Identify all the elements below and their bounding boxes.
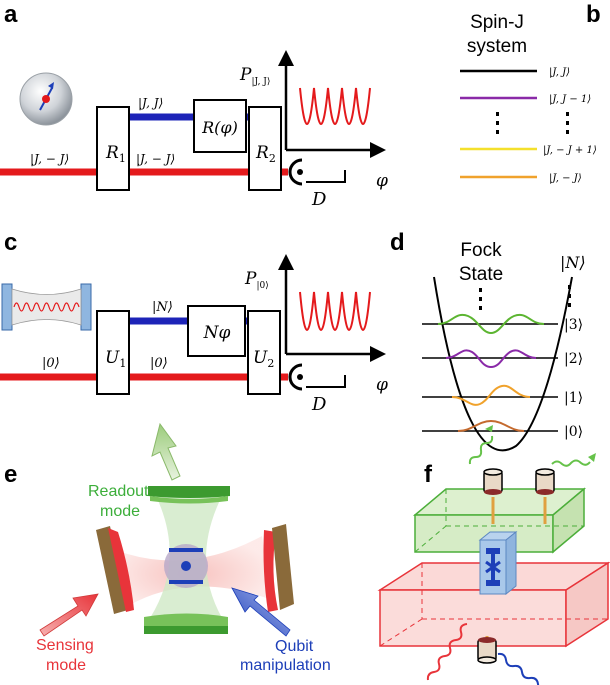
u1-label: U1: [105, 348, 126, 370]
readout-label-line1: Readout: [88, 483, 149, 500]
sensing-label-line2: mode: [46, 657, 86, 674]
readout-cavity-box: [412, 487, 587, 554]
panel-d: d Fock State |N⟩ |3⟩ |2⟩ |1⟩ |0⟩: [390, 229, 586, 452]
spin-level-label-2: |J, − J + 1⟩: [543, 145, 597, 156]
readout-mirror-bottom: [144, 613, 228, 634]
qubit-chip-icon: [478, 530, 518, 596]
readout-mirror-top: [148, 486, 230, 504]
readout-signal-right-head: [588, 453, 596, 462]
input-state-a: |J, − J⟩: [30, 152, 69, 166]
plot-axes-c: [278, 254, 386, 362]
nphi-label: Nφ: [203, 323, 231, 343]
readout-output-arrow: [151, 422, 181, 481]
r1-label: R1: [105, 143, 126, 165]
phi-axis-label-c: φ: [376, 375, 388, 395]
phi-axis-label-a: φ: [376, 171, 388, 191]
wavefunction-3: [437, 313, 545, 335]
fringe-signal-c: [299, 291, 371, 332]
sensing-mirror-right: [263, 524, 294, 612]
detector-label-c: D: [311, 394, 327, 415]
readout-port-right: [535, 468, 555, 524]
upper-state-a: |J, J⟩: [138, 96, 163, 110]
r2-box: [248, 106, 282, 191]
panel-c: c U1 Nφ U2 |0⟩ |N⟩ |0⟩ D: [0, 229, 388, 415]
r2-label: R2: [255, 143, 276, 165]
sensing-input-signal: [426, 623, 468, 681]
sensing-mirror-left: [96, 526, 134, 614]
fock-title-line2: State: [459, 264, 503, 285]
panel-f-letter: f: [424, 461, 433, 488]
wavefunction-1: [451, 384, 531, 406]
nphi-box: [187, 305, 246, 357]
lower-state-c: |0⟩: [150, 356, 168, 371]
lower-state-a: |J, − J⟩: [136, 152, 175, 166]
rphi-box: [193, 99, 247, 153]
sensing-input-arrow: [39, 593, 99, 637]
p-axis-label-c: P|0⟩: [244, 269, 269, 291]
spin-level-label-3: |J, − J⟩: [549, 173, 582, 184]
qubit-drive-arrow: [231, 587, 291, 637]
u2-label: U2: [253, 348, 274, 370]
panel-e: e: [4, 422, 331, 674]
qubit-drive-signal: [497, 652, 540, 685]
fringe-signal-a: [299, 87, 371, 126]
fock-level-label-1: |1⟩: [564, 390, 583, 406]
fock-level-label-0: |0⟩: [564, 424, 583, 440]
upper-state-c: |N⟩: [152, 300, 173, 315]
readout-signal-left-head: [485, 425, 493, 432]
sensing-port: [477, 636, 497, 664]
panel-a: a R1 R(φ) R2 |J, − J⟩ |J, J⟩ |J, − J⟩ D: [0, 1, 388, 210]
harmonic-potential: [433, 276, 573, 452]
readout-signal-left: [468, 435, 494, 465]
sphere-spin-icon: [19, 72, 73, 126]
fock-title-line1: Fock: [460, 240, 502, 261]
u1-box: [96, 310, 130, 395]
panel-d-letter: d: [390, 229, 405, 256]
ellipsis-dots-b: [496, 112, 569, 134]
qubit-icon: [164, 544, 208, 588]
spin-level-label-0: |J, J⟩: [549, 67, 570, 78]
rphi-label: R(φ): [201, 118, 238, 137]
readout-label-line2: mode: [100, 503, 140, 520]
r1-box: [96, 106, 130, 191]
qubit-label-line2: manipulation: [240, 657, 331, 674]
panel-c-letter: c: [4, 229, 17, 256]
cavity-icon: [1, 283, 92, 331]
detector-icon-c: [288, 363, 346, 391]
wavefunction-2: [445, 349, 537, 369]
sensing-label-line1: Sensing: [36, 637, 94, 654]
panel-a-letter: a: [4, 1, 18, 28]
fock-level-label-3: |3⟩: [564, 317, 583, 333]
ellipsis-dots-d: [479, 285, 571, 310]
spin-title-line2: system: [467, 36, 527, 57]
plot-axes-a: [278, 50, 386, 158]
panel-e-letter: e: [4, 461, 17, 488]
detector-label-a: D: [311, 189, 327, 210]
u2-box: [247, 310, 281, 395]
panel-b: b Spin-J system |J, J⟩ |J, J − 1⟩ |J, − …: [460, 1, 601, 184]
spin-title-line1: Spin-J: [470, 12, 524, 33]
input-state-c: |0⟩: [42, 356, 60, 371]
panel-b-letter: b: [586, 1, 601, 28]
spin-level-label-1: |J, J − 1⟩: [549, 94, 591, 105]
fock-top-label: |N⟩: [560, 253, 586, 272]
fock-level-label-2: |2⟩: [564, 351, 583, 367]
readout-port-left: [483, 468, 503, 524]
p-axis-label-a: P|J, J⟩: [239, 65, 270, 87]
detector-icon-a: [288, 158, 346, 186]
qubit-label-line1: Qubit: [275, 638, 314, 655]
panel-f: f: [377, 425, 610, 685]
wavefunction-0: [457, 419, 525, 432]
readout-signal-right: [551, 459, 591, 467]
